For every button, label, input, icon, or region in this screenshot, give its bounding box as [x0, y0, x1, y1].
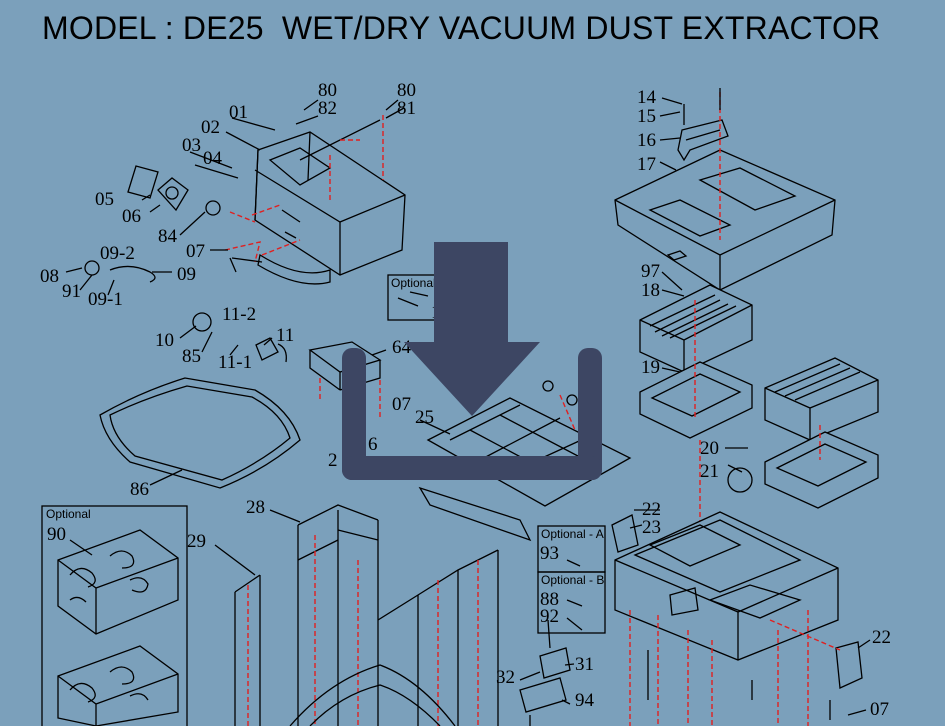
callout-28: 28 [246, 497, 265, 518]
optional-a-b-box: Optional - A Optional - B [537, 525, 606, 634]
callout-97: 97 [641, 261, 660, 282]
optional-b-label: Optional - B [541, 573, 604, 587]
callout-02: 02 [201, 117, 220, 138]
callout-22b: 22 [872, 627, 891, 648]
callout-84: 84 [158, 226, 178, 247]
optional-a-label: Optional - A [541, 527, 604, 541]
callout-85: 85 [182, 346, 201, 367]
callout-26: 6 [368, 434, 378, 455]
callout-07b: 07 [392, 394, 411, 415]
callout-93: 93 [540, 543, 559, 564]
callout-11-1: 11-1 [218, 352, 252, 373]
callout-19: 19 [641, 357, 660, 378]
callout-32: 32 [496, 667, 515, 688]
callout-16: 16 [637, 130, 656, 151]
callout-29: 29 [187, 531, 206, 552]
bracket-parts [519, 619, 575, 726]
callout-17: 17 [637, 154, 656, 175]
callout-10: 10 [155, 330, 174, 351]
optional-small-label: Optional [391, 276, 436, 290]
callout-22a: 22 [642, 499, 661, 520]
callout-11-2: 11-2 [222, 304, 256, 325]
callout-06: 06 [122, 206, 141, 227]
callout-81: 81 [397, 98, 416, 119]
callout-11: 11 [276, 325, 294, 346]
callout-27: 2 [328, 450, 338, 471]
callout-14: 14 [637, 87, 657, 108]
callout-07c: 07 [870, 699, 889, 720]
page-title: MODEL : DE25 WET/DRY VACUUM DUST EXTRACT… [42, 10, 881, 46]
optional-90-label: Optional [46, 507, 91, 521]
callout-82: 82 [318, 98, 337, 119]
callout-05: 05 [95, 189, 114, 210]
optional-filter-box: Optional [41, 505, 188, 726]
callout-94: 94 [575, 690, 595, 711]
callout-01: 01 [229, 102, 248, 123]
base-assembly [611, 509, 871, 726]
callout-09-2: 09-2 [100, 243, 135, 264]
callout-23: 23 [642, 517, 661, 538]
callout-07a: 07 [186, 241, 205, 262]
callout-08: 08 [40, 266, 59, 287]
callout-86: 86 [130, 479, 149, 500]
tray-part [99, 377, 301, 489]
callout-03: 03 [182, 135, 201, 156]
callout-18: 18 [641, 280, 660, 301]
callout-labels: 80 80 82 81 01 02 03 04 05 06 84 07 09-2… [40, 80, 891, 720]
callout-09-1: 09-1 [88, 289, 123, 310]
filter-cartridges [639, 271, 879, 560]
support-rods [214, 504, 499, 726]
callout-92: 92 [540, 606, 559, 627]
callout-64: 64 [392, 337, 412, 358]
callout-21: 21 [700, 461, 719, 482]
top-cover-assembly [614, 88, 836, 291]
download-icon[interactable] [342, 242, 602, 480]
callout-25: 25 [415, 407, 434, 428]
callout-80a: 80 [318, 80, 337, 101]
callout-09: 09 [177, 264, 196, 285]
lid-assembly [65, 99, 406, 363]
callout-91: 91 [62, 281, 81, 302]
callout-31: 31 [575, 654, 594, 675]
callout-15: 15 [637, 106, 656, 127]
callout-80b: 80 [397, 80, 416, 101]
callout-88: 88 [540, 589, 559, 610]
callout-90: 90 [47, 524, 66, 545]
callout-20: 20 [700, 438, 719, 459]
callout-04: 04 [203, 148, 223, 169]
